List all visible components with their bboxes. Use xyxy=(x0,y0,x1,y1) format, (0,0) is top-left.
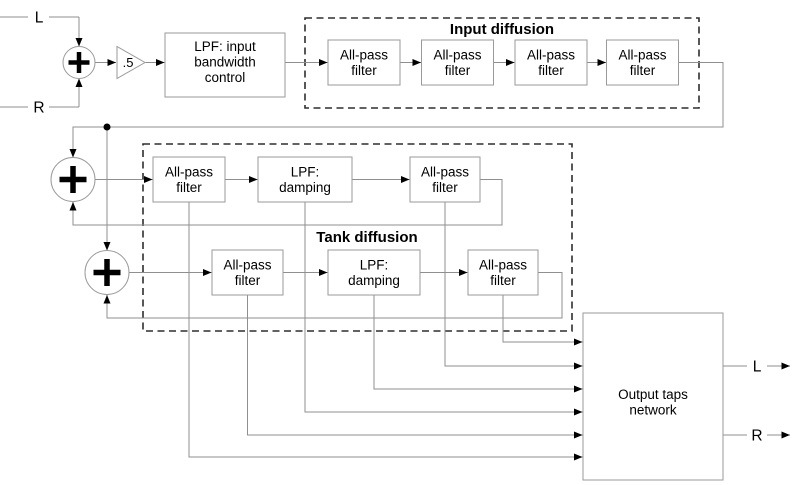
tank-row1-apf1: All-pass filter xyxy=(152,156,226,203)
output-right-label: R xyxy=(751,428,762,445)
block-label: filter xyxy=(630,63,656,78)
gain-stage: .5 xyxy=(116,45,147,80)
block-label: All-pass xyxy=(165,165,213,180)
block-label: filter xyxy=(538,63,564,78)
gain-label: .5 xyxy=(123,55,134,70)
plus-icon xyxy=(68,52,90,73)
tap-row1-apf1 xyxy=(188,202,583,461)
input-lpf-line1: LPF: input xyxy=(194,39,256,54)
block-label: LPF: xyxy=(360,258,389,273)
block-label: network xyxy=(629,403,677,418)
wire-row1-feedback-to-sum1 xyxy=(69,179,503,226)
block-label: filter xyxy=(351,63,377,78)
tap-row2-lpf xyxy=(373,295,583,393)
block-label: damping xyxy=(279,180,331,195)
input-lpf-line2: bandwidth xyxy=(194,55,256,70)
input-lpf-block: LPF: input bandwidth control xyxy=(164,32,286,98)
tank-row1-apf2: All-pass filter xyxy=(409,156,481,203)
block-label: All-pass xyxy=(618,48,666,63)
block-label: All-pass xyxy=(527,48,575,63)
block-label: LPF: xyxy=(291,165,320,180)
input-diffusion-apf4: All-pass filter xyxy=(606,39,679,86)
input-right-label: R xyxy=(33,100,44,117)
block-label: damping xyxy=(348,273,400,288)
tap-row1-lpf xyxy=(304,202,583,416)
output-left-label: L xyxy=(753,359,762,376)
arrow-wires xyxy=(69,17,790,461)
block-label: filter xyxy=(432,180,458,195)
tank-row2-apf2: All-pass filter xyxy=(467,249,539,296)
wire-row2-feedback-to-sum2 xyxy=(103,272,563,319)
tank-row2-lpf: LPF: damping xyxy=(327,249,421,296)
block-label: All-pass xyxy=(479,258,527,273)
block-label: All-pass xyxy=(433,48,481,63)
tank-diffusion-group-border xyxy=(142,143,573,332)
amplifier-triangle-icon xyxy=(116,45,147,80)
wire-feed-to-sum1 xyxy=(69,62,724,158)
input-diffusion-apf3: All-pass filter xyxy=(514,39,588,86)
tank-sum1-node xyxy=(50,157,96,202)
input-lpf-line3: control xyxy=(205,70,246,85)
tap-row2-apf1 xyxy=(247,295,583,439)
tap-row1-apf2 xyxy=(444,202,583,370)
input-diffusion-title: Input diffusion xyxy=(450,21,554,38)
input-sum-node xyxy=(62,46,96,79)
block-label: All-pass xyxy=(223,258,271,273)
plus-icon xyxy=(59,166,87,193)
block-label: filter xyxy=(235,273,261,288)
input-left-label: L xyxy=(35,10,44,27)
block-label: filter xyxy=(490,273,516,288)
input-diffusion-apf1: All-pass filter xyxy=(327,39,401,86)
tank-sum2-node xyxy=(84,250,130,295)
junction-dot xyxy=(103,123,111,131)
block-label: filter xyxy=(445,63,471,78)
block-label: Output taps xyxy=(618,387,688,402)
block-label: All-pass xyxy=(340,48,388,63)
tank-diffusion-title: Tank diffusion xyxy=(316,229,417,246)
tank-row2-apf1: All-pass filter xyxy=(211,249,284,296)
input-diffusion-apf2: All-pass filter xyxy=(421,39,494,86)
output-taps-network-block: Output taps network xyxy=(582,312,724,481)
tank-row1-lpf: LPF: damping xyxy=(257,156,353,203)
tap-row2-apf2 xyxy=(502,295,583,346)
plus-icon xyxy=(93,259,121,286)
block-label: All-pass xyxy=(421,165,469,180)
block-label: filter xyxy=(176,180,202,195)
